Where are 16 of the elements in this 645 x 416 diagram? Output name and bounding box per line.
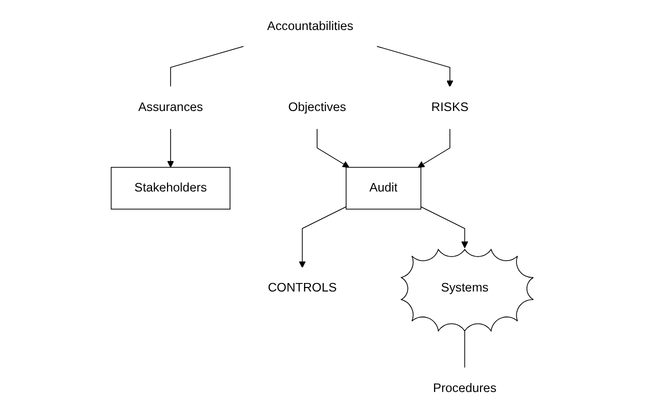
node-text: Procedures xyxy=(433,382,497,396)
arrow xyxy=(167,128,174,168)
node-text: CONTROLS xyxy=(268,282,337,295)
arrow xyxy=(420,206,468,248)
node-text: Accountabilities xyxy=(267,20,354,34)
node-text: RISKS xyxy=(431,100,469,114)
node-box: Stakeholders xyxy=(111,166,231,210)
connector xyxy=(170,46,245,88)
arrow xyxy=(299,206,347,268)
arrow xyxy=(316,128,350,168)
node-box: Audit xyxy=(346,166,422,210)
arrow xyxy=(376,46,454,88)
node-text: Objectives xyxy=(288,100,346,114)
connector xyxy=(464,328,466,368)
arrow xyxy=(418,128,450,168)
node-text: Assurances xyxy=(138,100,204,114)
